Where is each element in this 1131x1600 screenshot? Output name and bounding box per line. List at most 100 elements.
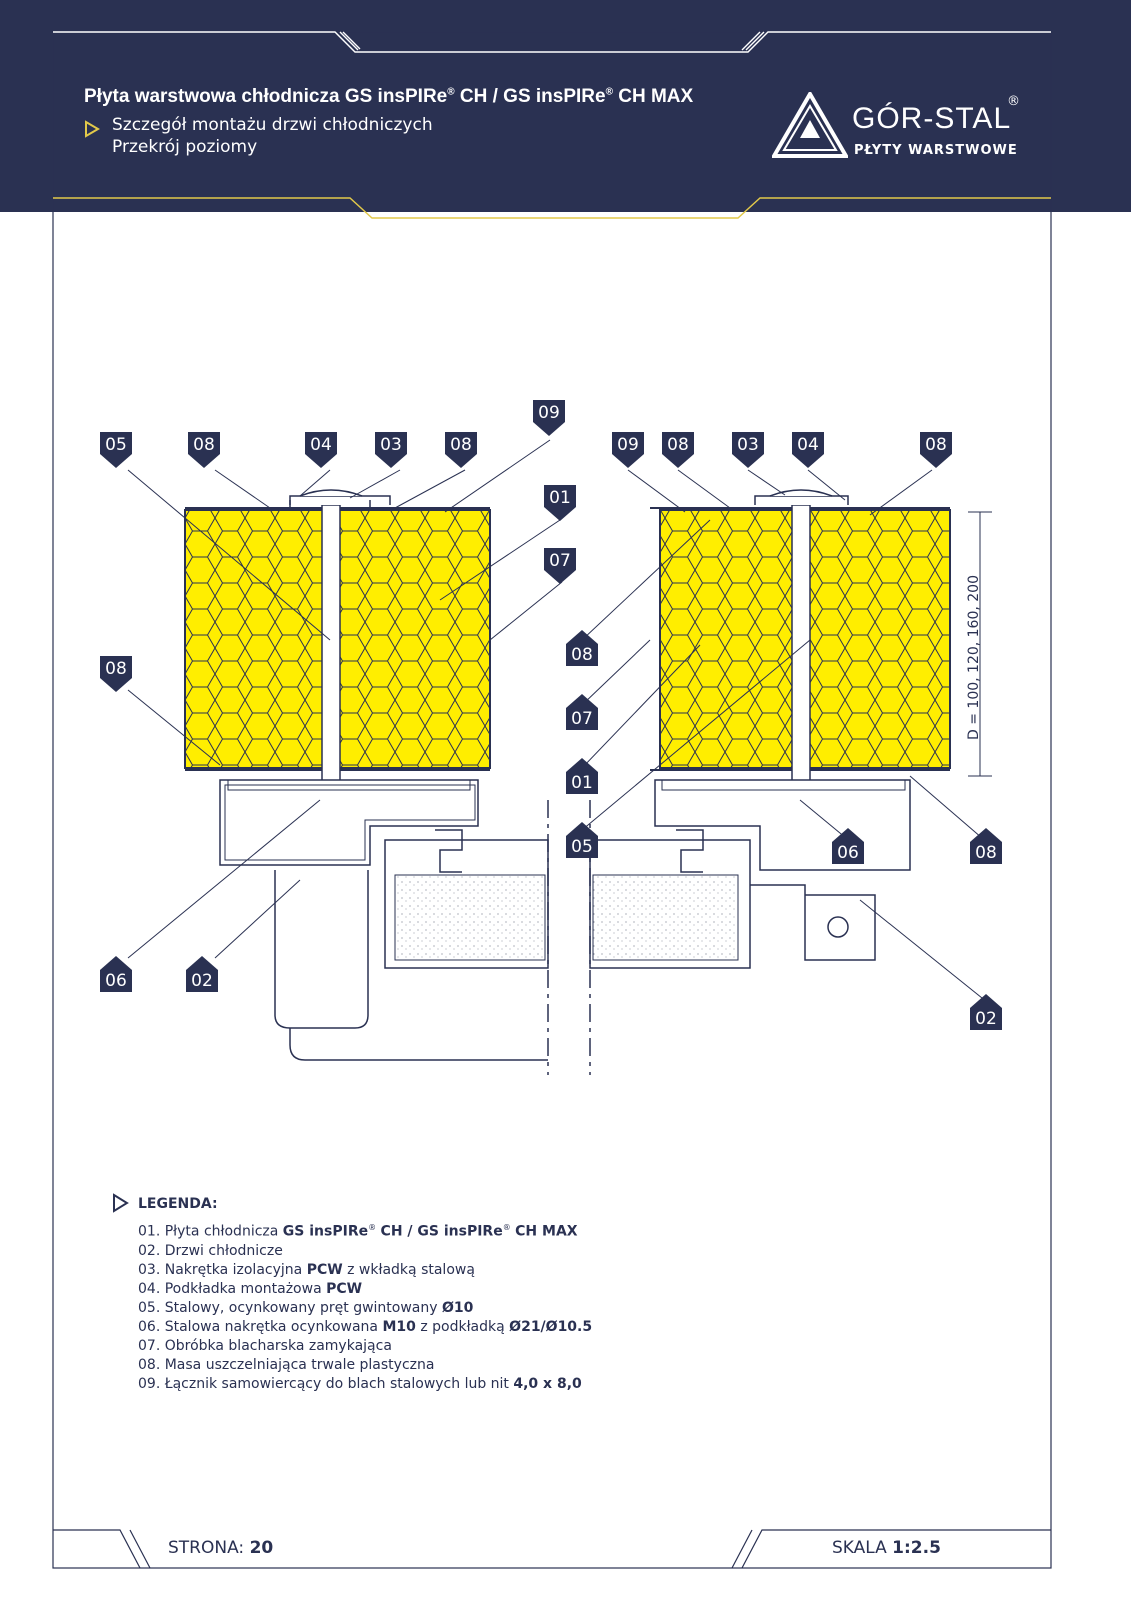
legend-text: Obróbka blacharska zamykająca: [164, 1337, 392, 1354]
legend-num: 09.: [138, 1375, 161, 1392]
legend-num: 02.: [138, 1242, 161, 1259]
legend-num: 01.: [138, 1223, 161, 1240]
legend-item: 09. Łącznik samowiercący do blach stalow…: [138, 1375, 592, 1394]
legend-num: 03.: [138, 1261, 161, 1278]
legend-bold: PCW: [326, 1280, 363, 1297]
callout-tag-text: 04: [797, 435, 819, 455]
callout-tag: 04: [305, 432, 337, 468]
callout-tag: 08: [188, 432, 220, 468]
legend: LEGENDA: 01. Płyta chłodnicza GS insPIRe…: [108, 1193, 592, 1394]
subtitle-block: Szczegół montażu drzwi chłodniczych Prze…: [84, 114, 693, 158]
tags: 05 08 04 03 08 09 01 07: [100, 400, 1002, 1030]
title-product-1: GS insPIRe: [344, 86, 448, 107]
callout-tag-text: 03: [380, 435, 402, 455]
legend-bold-tail: Ø21/Ø10.5: [509, 1318, 593, 1335]
callout-tag-text: 09: [617, 435, 639, 455]
legend-num: 08.: [138, 1356, 161, 1373]
callout-tag: 08: [970, 828, 1002, 864]
callout-tag: 08: [662, 432, 694, 468]
callout-tag: 03: [375, 432, 407, 468]
callout-tag: 09: [612, 432, 644, 468]
legend-tail: z wkładką stalową: [347, 1261, 475, 1278]
right-threaded-rod: [791, 504, 811, 806]
callout-tag-text: 08: [975, 843, 997, 863]
dimension-label: D = 100, 120, 160, 200: [966, 575, 982, 740]
scale-label: SKALA: [832, 1538, 887, 1558]
legend-reg-2: ®: [502, 1223, 511, 1232]
legend-text: Drzwi chłodnicze: [164, 1242, 283, 1259]
logo-tagline: PŁYTY WARSTWOWE: [854, 143, 1018, 158]
leader-lines: [127, 439, 983, 999]
title-reg-1: ®: [447, 86, 455, 98]
legend-bold: GS insPIRe: [282, 1223, 369, 1240]
callout-tag: 02: [186, 956, 218, 992]
legend-reg: ®: [368, 1223, 377, 1232]
right-assembly: D = 100, 120, 160, 200: [589, 489, 992, 1075]
legend-item: 08. Masa uszczelniająca trwale plastyczn…: [138, 1356, 592, 1375]
callout-tag-text: 03: [737, 435, 759, 455]
triangle-bullet-icon: [85, 120, 100, 138]
logo-triangle-icon: [772, 92, 848, 158]
legend-text: Stalowy, ocynkowany pręt gwintowany: [164, 1299, 438, 1316]
callout-tag: 06: [832, 828, 864, 864]
callout-tag-text: 02: [191, 971, 213, 991]
header-title-block: Płyta warstwowa chłodnicza GS insPIRe® C…: [84, 86, 693, 158]
legend-item: 01. Płyta chłodnicza GS insPIRe® CH / GS…: [138, 1218, 592, 1242]
callout-tag-text: 08: [667, 435, 689, 455]
callout-tag-text: 06: [837, 843, 859, 863]
legend-item: 03. Nakrętka izolacyjna PCW z wkładką st…: [138, 1261, 592, 1280]
callout-tag: 07: [544, 548, 576, 584]
legend-num: 06.: [138, 1318, 161, 1335]
legend-item: 04. Podkładka montażowa PCW: [138, 1280, 592, 1299]
footer-page: STRONA: 20: [168, 1538, 273, 1558]
legend-num: 04.: [138, 1280, 161, 1297]
callout-tag-text: 08: [105, 659, 127, 679]
legend-item: 06. Stalowa nakrętka ocynkowana M10 z po…: [138, 1318, 592, 1337]
left-assembly: [184, 489, 549, 1075]
callout-tag: 08: [566, 630, 598, 666]
subtitle-2: Przekrój poziomy: [112, 137, 258, 157]
legend-item: 05. Stalowy, ocynkowany pręt gwintowany …: [138, 1299, 592, 1318]
legend-num: 07.: [138, 1337, 161, 1354]
page-number: 20: [249, 1538, 274, 1558]
callout-tag: 01: [566, 758, 598, 794]
callout-tag-text: 01: [571, 773, 593, 793]
callout-tag-text: 06: [105, 971, 127, 991]
callout-tag-text: 08: [925, 435, 947, 455]
title-ch-max: CH MAX: [618, 86, 694, 107]
page-title: Płyta warstwowa chłodnicza GS insPIRe® C…: [84, 86, 693, 108]
title-ch: CH /: [459, 86, 498, 107]
title-product-2: GS insPIRe: [503, 86, 606, 107]
callout-tag: 05: [100, 432, 132, 468]
subtitle-1: Szczegół montażu drzwi chłodniczych: [112, 115, 433, 135]
legend-text: Nakrętka izolacyjna: [164, 1261, 303, 1278]
triangle-bullet-icon: [113, 1193, 129, 1213]
header-band: [0, 0, 1131, 212]
legend-text: Masa uszczelniająca trwale plastyczna: [164, 1356, 435, 1373]
page-label: STRONA:: [168, 1538, 245, 1558]
legend-bold-3: CH MAX: [515, 1223, 578, 1240]
left-threaded-rod: [321, 504, 341, 806]
callout-tag-text: 08: [193, 435, 215, 455]
callout-tag-text: 02: [975, 1009, 997, 1029]
callout-tag-text: 08: [450, 435, 472, 455]
callout-tag: 08: [100, 656, 132, 692]
title-main: Płyta warstwowa chłodnicza: [84, 86, 340, 107]
callout-tag: 08: [445, 432, 477, 468]
logo-reg: ®: [1007, 94, 1020, 109]
legend-text: Łącznik samowiercący do blach stalowych …: [164, 1375, 509, 1392]
callout-tag-text: 07: [549, 551, 571, 571]
callout-tag-text: 05: [105, 435, 127, 455]
callout-tag: 07: [566, 694, 598, 730]
legend-tail: z podkładką: [420, 1318, 505, 1335]
legend-item: 02. Drzwi chłodnicze: [138, 1242, 592, 1261]
callout-tag-text: 01: [549, 488, 571, 508]
legend-bold: M10: [382, 1318, 416, 1335]
scale-value: 1:2.5: [892, 1538, 941, 1558]
callout-tag: 09: [533, 400, 565, 436]
callout-tag-text: 07: [571, 709, 593, 729]
legend-num: 05.: [138, 1299, 161, 1316]
callout-tag-text: 09: [538, 403, 560, 423]
logo-name: GÓR-STAL: [852, 102, 1012, 135]
legend-title: LEGENDA:: [138, 1196, 218, 1212]
